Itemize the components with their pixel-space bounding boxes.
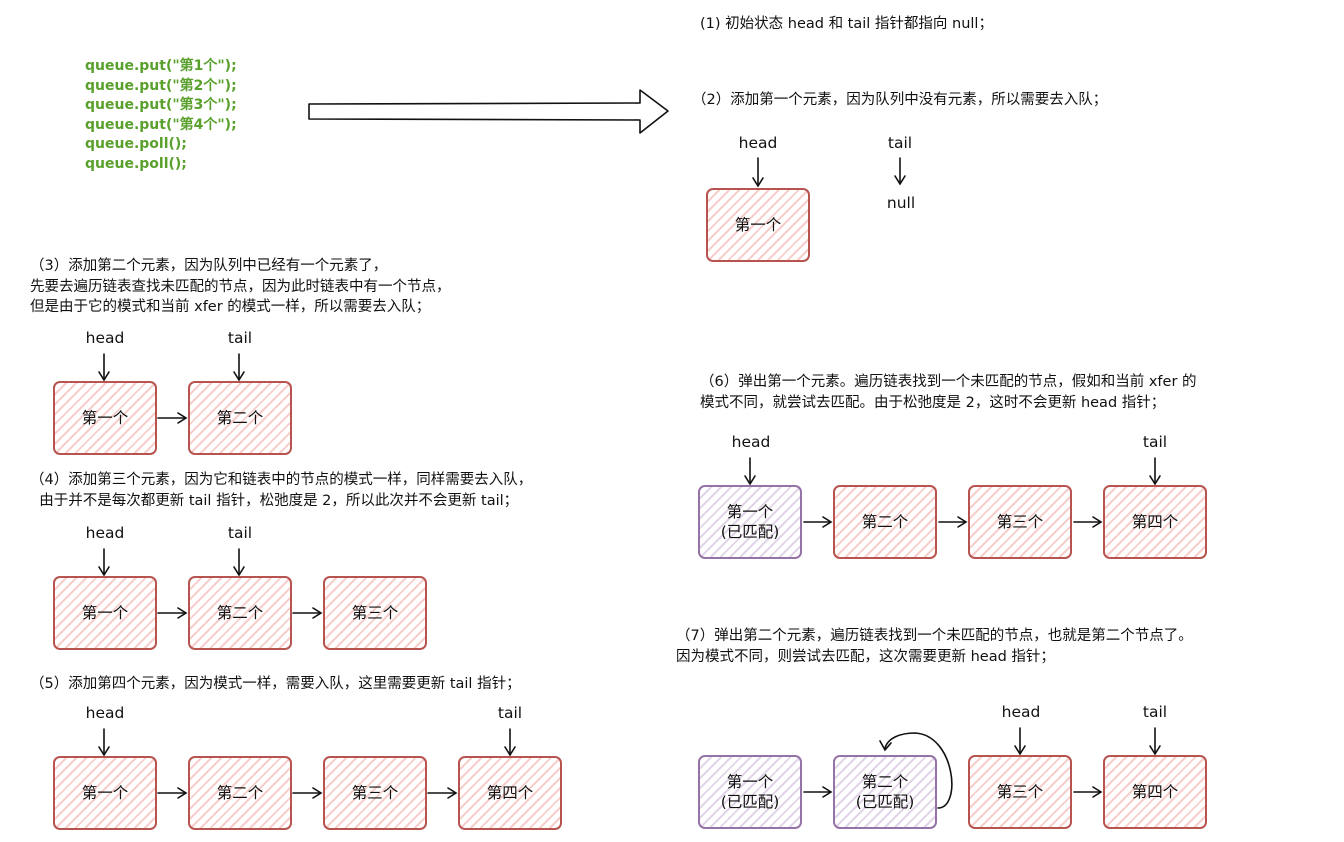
queue-node: 第一个 bbox=[53, 756, 157, 830]
node-label: 第一个 bbox=[734, 216, 782, 234]
queue-node-matched: 第一个 (已匹配) bbox=[698, 755, 802, 829]
step-1-caption: (1) 初始状态 head 和 tail 指针都指向 null； bbox=[700, 16, 993, 32]
step-5-caption: （5）添加第四个元素，因为模式一样，需要入队，这里需要更新 tail 指针； bbox=[30, 676, 521, 692]
queue-node-matched: 第一个 (已匹配) bbox=[698, 485, 802, 559]
node-label: 第一个 bbox=[726, 503, 774, 521]
queue-node: 第二个 bbox=[188, 756, 292, 830]
queue-node: 第二个 bbox=[188, 576, 292, 650]
node-label: 第一个 bbox=[81, 784, 129, 802]
node-label: 第四个 bbox=[1131, 783, 1179, 801]
node-label: 第一个 bbox=[81, 409, 129, 427]
null-label: null bbox=[886, 194, 916, 212]
code-line: queue.put("第3个"); bbox=[85, 97, 237, 113]
queue-node: 第三个 bbox=[968, 485, 1072, 559]
queue-node: 第二个 bbox=[188, 381, 292, 455]
queue-node: 第三个 bbox=[968, 755, 1072, 829]
queue-node: 第一个 bbox=[53, 381, 157, 455]
node-label: 第三个 bbox=[996, 513, 1044, 531]
step-4-caption: （4）添加第三个元素，因为它和链表中的节点的模式一样，同样需要去入队， 由于并不… bbox=[30, 472, 533, 509]
node-label: 第二个 bbox=[861, 773, 909, 791]
node-label: 第二个 bbox=[216, 604, 264, 622]
code-line: queue.poll(); bbox=[85, 155, 187, 172]
code-line: queue.put("第1个"); bbox=[85, 58, 237, 74]
node-label: 第二个 bbox=[216, 784, 264, 802]
step-6-caption: （6）弹出第一个元素。遍历链表找到一个未匹配的节点，假如和当前 xfer 的 模… bbox=[700, 374, 1197, 411]
queue-node: 第二个 bbox=[833, 485, 937, 559]
queue-node: 第四个 bbox=[458, 756, 562, 830]
tail-pointer-label: tail bbox=[1142, 703, 1168, 721]
head-pointer-label: head bbox=[85, 704, 125, 722]
tail-pointer-label: tail bbox=[227, 329, 253, 347]
tail-pointer-label: tail bbox=[887, 134, 913, 152]
head-pointer-label: head bbox=[85, 329, 125, 347]
node-label: 第四个 bbox=[486, 784, 534, 802]
tail-pointer-label: tail bbox=[497, 704, 523, 722]
tail-pointer-label: tail bbox=[1142, 433, 1168, 451]
queue-node: 第一个 bbox=[706, 188, 810, 262]
node-matched-label: (已匹配) bbox=[720, 793, 780, 811]
node-label: 第二个 bbox=[861, 513, 909, 531]
head-pointer-label: head bbox=[1001, 703, 1041, 721]
step-7-caption: （7）弹出第二个元素，遍历链表找到一个未匹配的节点，也就是第二个节点了。 因为模… bbox=[676, 628, 1193, 665]
node-label: 第三个 bbox=[351, 604, 399, 622]
node-matched-label: (已匹配) bbox=[720, 523, 780, 541]
queue-node: 第三个 bbox=[323, 576, 427, 650]
head-pointer-label: head bbox=[85, 524, 125, 542]
tail-pointer-label: tail bbox=[227, 524, 253, 542]
big-hollow-arrow bbox=[308, 89, 669, 134]
code-snippet: queue.put("第1个"); queue.put("第2个"); queu… bbox=[85, 57, 237, 174]
node-label: 第三个 bbox=[351, 784, 399, 802]
node-label: 第二个 bbox=[216, 409, 264, 427]
node-label: 第一个 bbox=[726, 773, 774, 791]
queue-node: 第三个 bbox=[323, 756, 427, 830]
code-line: queue.poll(); bbox=[85, 136, 187, 152]
code-line: queue.put("第4个"); bbox=[85, 116, 237, 133]
code-line: queue.put("第2个"); bbox=[85, 77, 237, 94]
node-label: 第三个 bbox=[996, 783, 1044, 801]
queue-node-matched: 第二个 (已匹配) bbox=[833, 755, 937, 829]
head-pointer-label: head bbox=[738, 134, 778, 152]
head-pointer-label: head bbox=[731, 433, 771, 451]
queue-node: 第四个 bbox=[1103, 485, 1207, 559]
node-label: 第一个 bbox=[81, 604, 129, 622]
queue-node: 第一个 bbox=[53, 576, 157, 650]
step-2-caption: （2）添加第一个元素，因为队列中没有元素，所以需要去入队； bbox=[692, 92, 1108, 108]
node-label: 第四个 bbox=[1131, 513, 1179, 531]
queue-node: 第四个 bbox=[1103, 755, 1207, 829]
step-3-caption: （3）添加第二个元素，因为队列中已经有一个元素了， 先要去遍历链表查找未匹配的节… bbox=[30, 258, 451, 315]
node-matched-label: (已匹配) bbox=[855, 793, 915, 811]
